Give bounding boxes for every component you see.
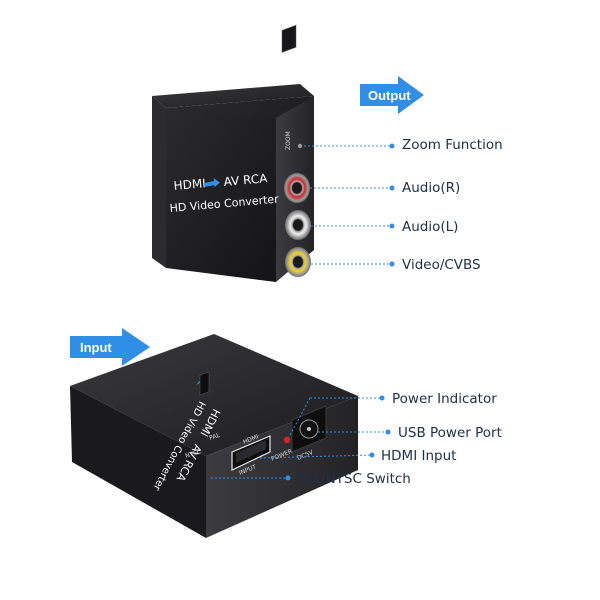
input-device: HDMI AV RCA HD Video Converter NTSC PAL … <box>70 334 358 538</box>
pal-label: PAL <box>208 432 221 442</box>
output-device-arrow-icon <box>204 178 221 188</box>
input-arrow: Input <box>70 328 150 366</box>
zoom-switch <box>281 24 297 53</box>
power-indicator-led <box>283 436 291 444</box>
ntsc-label: NTSC <box>184 448 202 460</box>
output-callouts: Zoom Function Audio(R) Audio(L) Video/CV… <box>304 137 503 273</box>
callout-audio-l: Audio(L) <box>402 219 458 235</box>
callout-pal-ntsc-switch: PAL/NTSC Switch <box>297 471 411 487</box>
callout-usb-power-port: USB Power Port <box>398 425 502 441</box>
output-device-title-left: HDMI <box>173 176 206 193</box>
output-arrow-label: Output <box>368 88 411 103</box>
output-device-title-right: AV RCA <box>223 171 269 189</box>
callout-audio-r: Audio(R) <box>402 180 460 196</box>
zoom-button <box>297 143 303 149</box>
rca-yellow-port <box>285 247 311 277</box>
output-device: HDMI AV RCA HD Video Converter ZOOM <box>152 24 314 282</box>
pal-ntsc-switch <box>199 371 210 396</box>
callout-hdmi-input: HDMI Input <box>381 448 456 464</box>
output-arrow: Output <box>360 76 424 114</box>
callout-video-cvbs: Video/CVBS <box>402 257 481 273</box>
input-callouts: Power Indicator USB Power Port HDMI Inpu… <box>211 391 502 487</box>
callout-power-indicator: Power Indicator <box>392 391 497 407</box>
callout-zoom-function: Zoom Function <box>402 137 503 153</box>
zoom-switch-label: ZOOM <box>285 131 292 150</box>
input-arrow-label: Input <box>80 340 112 355</box>
rca-red-port <box>284 173 310 203</box>
rca-white-port <box>285 210 311 240</box>
